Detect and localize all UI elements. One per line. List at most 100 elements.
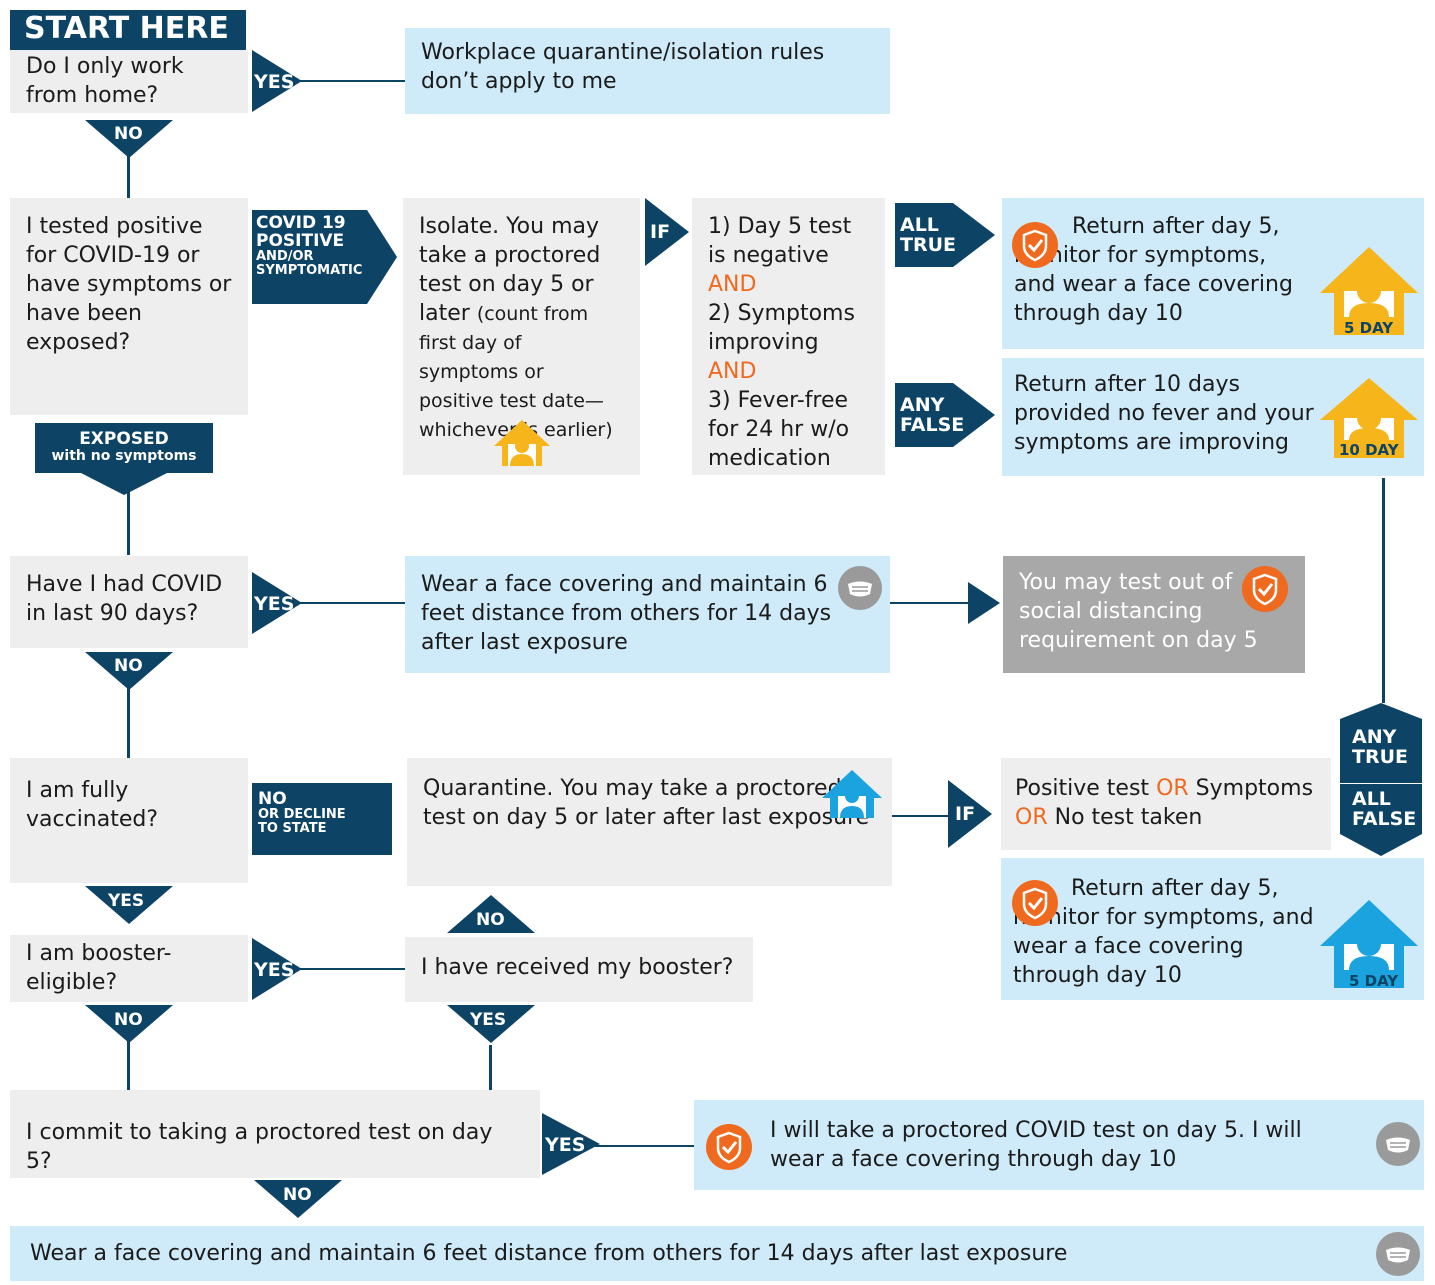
or-1: OR <box>1156 776 1189 801</box>
isolate-main-text: Isolate. You may take a proctored test o… <box>419 214 601 326</box>
no-label: NO <box>114 656 143 676</box>
all-true-arrow <box>895 203 995 267</box>
home-5day-icon <box>1320 247 1418 335</box>
any-false-label: ANY FALSE <box>900 395 964 435</box>
isolate-note-text: (count from first day of symptoms or pos… <box>419 303 613 441</box>
mask-icon <box>1376 1232 1420 1276</box>
condition-3: 3) Fever-free for 24 hr w/o medication <box>708 388 850 471</box>
all-true-line2: TRUE <box>900 234 956 256</box>
exposed-arrow <box>35 423 213 495</box>
connector <box>127 150 130 200</box>
mask-icon <box>838 566 882 610</box>
day5-badge: 5 DAY <box>1344 319 1394 337</box>
question-tested-positive: I tested positive for COVID-19 or have s… <box>10 198 248 415</box>
and-2: AND <box>708 359 757 384</box>
conditions-box: 1) Day 5 test is negative AND 2) Symptom… <box>692 198 885 475</box>
home-quarantine-icon <box>822 770 882 818</box>
no-label: NO <box>283 1185 312 1205</box>
connector <box>890 815 950 817</box>
shield-check-icon <box>1012 880 1058 926</box>
commit-yes-box: I will take a proctored COVID test on da… <box>694 1100 1424 1190</box>
isolate-box: Isolate. You may take a proctored test o… <box>403 198 640 475</box>
question-fully-vaccinated: I am fully vaccinated? <box>10 758 248 883</box>
shield-check-icon <box>1242 566 1288 612</box>
day10-badge: 10 DAY <box>1339 441 1399 459</box>
question-booster-eligible: I am booster-eligible? <box>10 935 248 1002</box>
day5-badge-2: 5 DAY <box>1349 972 1399 990</box>
all-true-line1: ALL <box>900 214 939 236</box>
no-label: NO <box>114 1010 143 1030</box>
yes-arrow <box>252 572 302 634</box>
yes-arrow-down <box>447 1005 535 1043</box>
connector <box>890 602 975 604</box>
shield-check-icon <box>706 1124 752 1170</box>
any-true-line1: ANY <box>1352 726 1397 748</box>
yes-label: YES <box>545 1134 586 1156</box>
workplace-rules-box: Workplace quarantine/isolation rules don… <box>405 28 890 114</box>
all-false-label: ALL FALSE <box>1352 789 1416 829</box>
connector <box>1382 478 1385 703</box>
if-label: IF <box>650 221 671 243</box>
no-decline-line1: NO <box>258 789 287 809</box>
yes-label: YES <box>470 1010 507 1030</box>
covid-positive-label: COVID 19 POSITIVE AND/OR SYMPTOMATIC <box>256 214 362 278</box>
start-here-title: START HERE <box>10 10 246 50</box>
arrow-right <box>968 582 1000 624</box>
connector <box>127 680 130 760</box>
yes-label: YES <box>254 593 295 615</box>
question-covid-90-days: Have I had COVID in last 90 days? <box>10 556 248 648</box>
covid-positive-line4: SYMPTOMATIC <box>256 263 363 278</box>
yes-arrow <box>542 1113 600 1175</box>
no-decline-label: NO OR DECLINE TO STATE <box>258 790 346 836</box>
yes-arrow <box>252 938 302 1000</box>
if-arrow <box>948 780 992 848</box>
no-label: NO <box>476 910 505 930</box>
no-decline-line2: OR DECLINE <box>258 807 346 822</box>
yes-arrow-down <box>85 886 173 924</box>
any-true-label: ANY TRUE <box>1352 727 1408 767</box>
positive-test-text: Positive test <box>1015 776 1150 801</box>
shield-check-icon <box>1012 222 1058 268</box>
any-false-arrow <box>895 383 995 447</box>
home-10day-icon <box>1320 378 1418 458</box>
home-5day-icon-2 <box>1320 900 1418 988</box>
no-arrow-down <box>85 120 173 158</box>
or-2: OR <box>1015 805 1048 830</box>
connector <box>127 490 130 555</box>
all-true-label: ALL TRUE <box>900 215 956 255</box>
connector <box>595 1145 695 1147</box>
covid-positive-line1: COVID 19 <box>256 213 346 233</box>
exposed-label: EXPOSED with no symptoms <box>35 430 213 464</box>
connector <box>300 80 405 82</box>
final-face-covering-box: Wear a face covering and maintain 6 feet… <box>10 1226 1424 1281</box>
mask-icon <box>1376 1122 1420 1166</box>
wear-face-covering-box: Wear a face covering and maintain 6 feet… <box>405 556 890 673</box>
and-1: AND <box>708 272 757 297</box>
question-commit-test: I commit to taking a proctored test on d… <box>10 1090 540 1178</box>
any-true-line2: TRUE <box>1352 746 1408 768</box>
exposed-line1: EXPOSED <box>79 429 169 449</box>
no-arrow-up <box>447 895 535 933</box>
symptoms-text: Symptoms <box>1195 776 1314 801</box>
no-arrow-down <box>85 652 173 690</box>
question-work-from-home: Do I only work from home? <box>10 50 248 113</box>
condition-2: 2) Symptoms improving <box>708 301 855 355</box>
yes-arrow <box>252 50 302 112</box>
no-decline-arrow <box>252 783 392 855</box>
all-false-arrow <box>1340 784 1422 856</box>
yes-label: YES <box>108 891 145 911</box>
all-false-line1: ALL <box>1352 788 1391 810</box>
if-label: IF <box>955 803 976 825</box>
connector <box>300 968 405 970</box>
no-arrow-down <box>85 1005 173 1043</box>
home-isolate-icon <box>494 420 550 466</box>
no-decline-line3: TO STATE <box>258 821 327 836</box>
positive-or-symptoms-box: Positive test OR Symptoms OR No test tak… <box>1001 758 1331 850</box>
covid-positive-line3: AND/OR <box>256 249 314 264</box>
exposed-line2: with no symptoms <box>51 448 197 464</box>
question-received-booster: I have received my booster? <box>405 937 753 1002</box>
any-false-line1: ANY <box>900 394 945 416</box>
connector <box>127 1035 130 1090</box>
yes-label: YES <box>254 959 295 981</box>
if-arrow <box>645 198 689 266</box>
